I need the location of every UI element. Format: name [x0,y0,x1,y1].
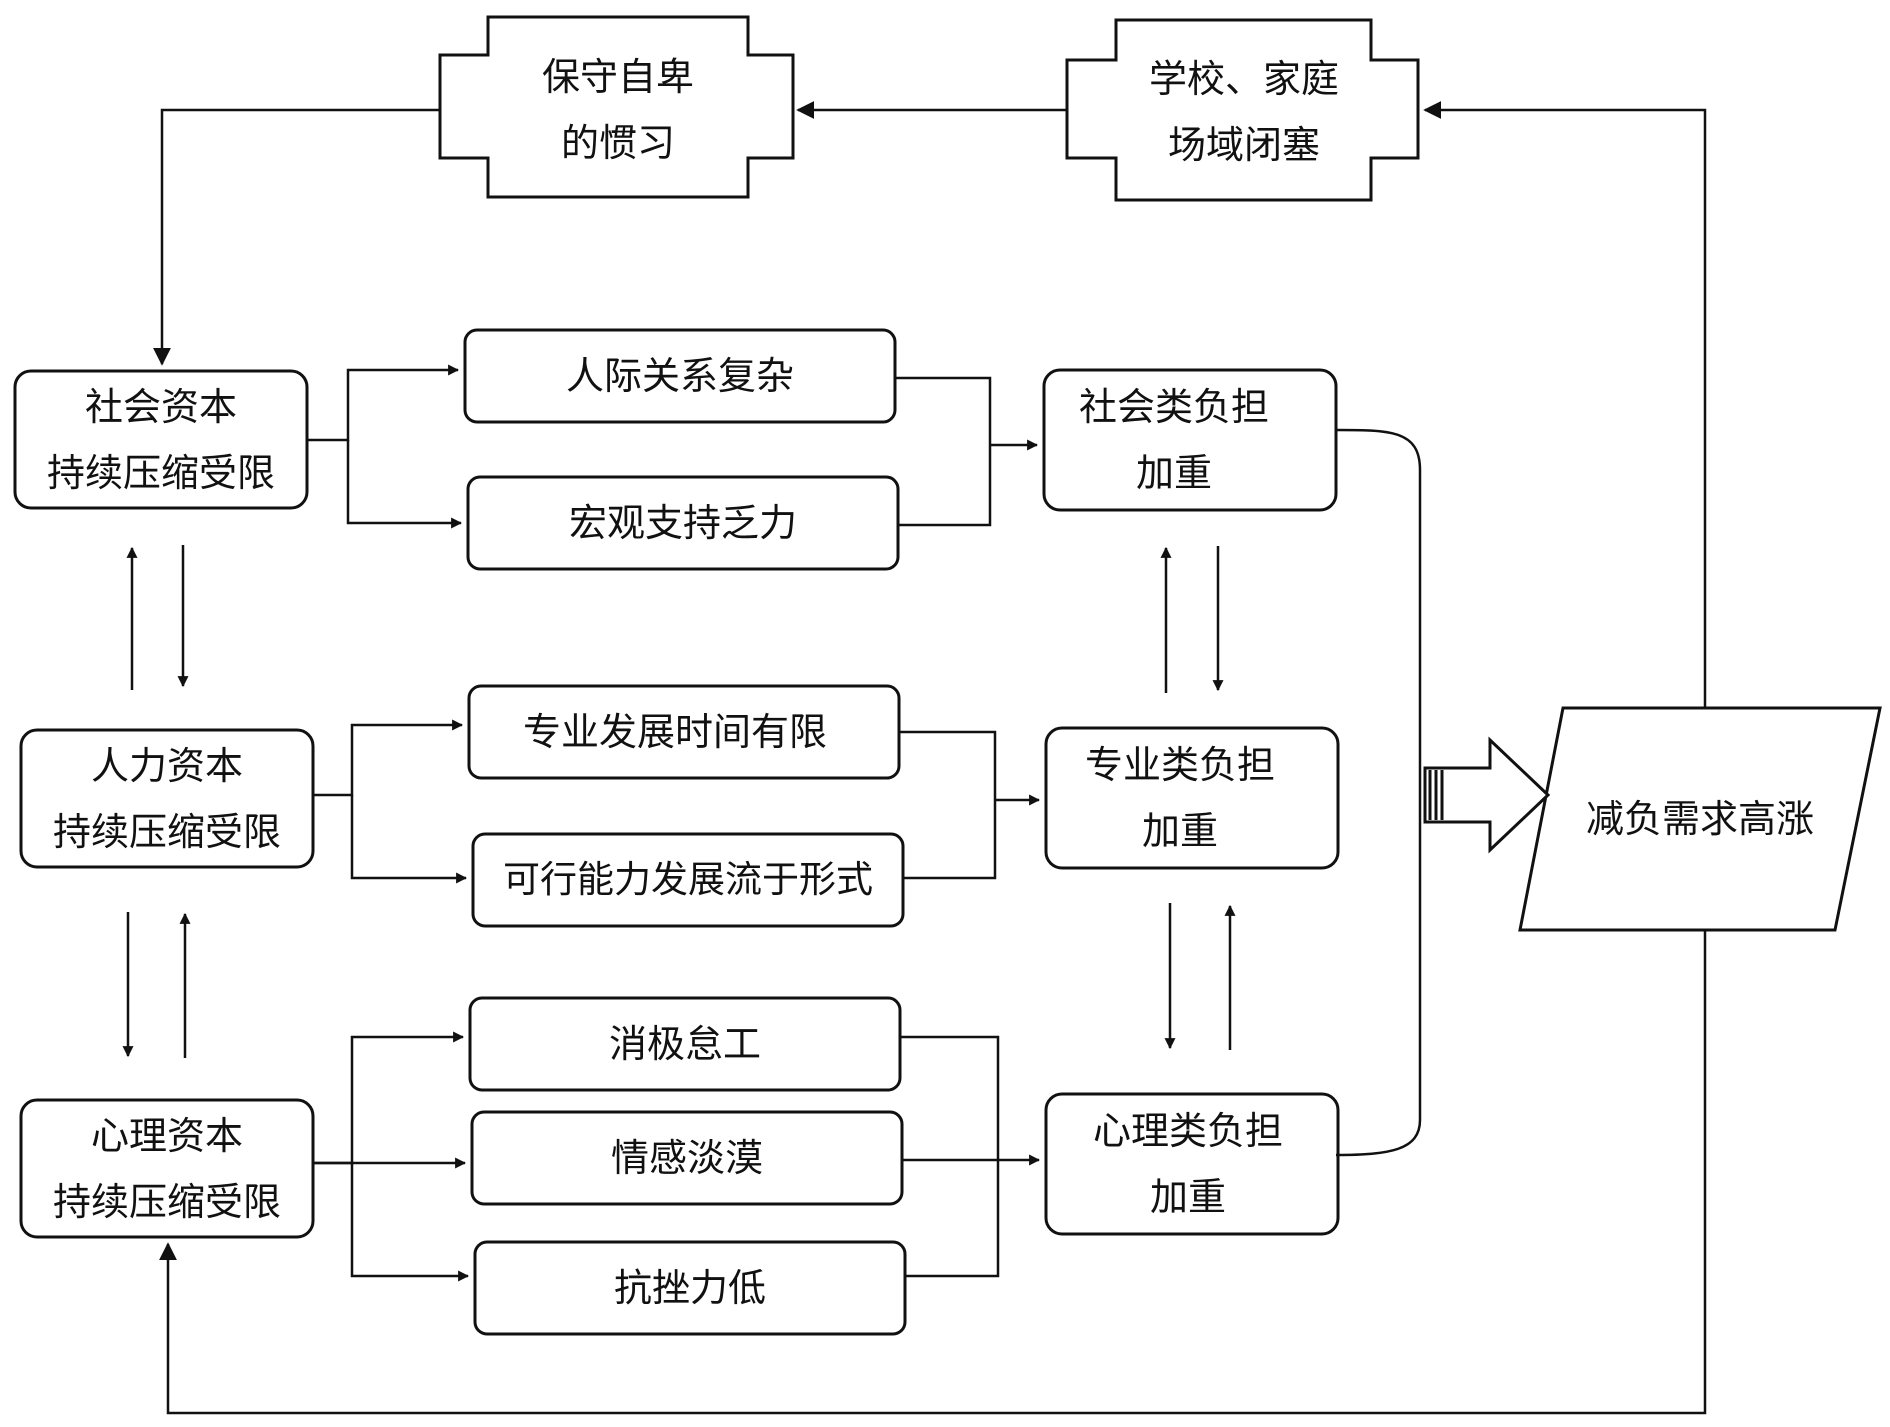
node-human-capital-line2: 持续压缩受限 [52,809,281,854]
node-emotional-apathy-label: 情感淡漠 [610,1136,763,1180]
node-conservative-habit-line2: 的惯习 [560,121,675,165]
edge-social-capital-branch [307,364,460,442]
node-conservative-habit-shape [438,15,795,199]
edge-habit-to-social-capital [153,108,440,366]
node-feasible-formality-box [471,832,905,928]
node-interpersonal-box [463,328,897,424]
node-psych-capital-line2: 持续压缩受限 [52,1179,281,1224]
edge-demand-to-psych-capital [159,930,1707,1415]
node-psych-burden-line2: 加重 [1149,1175,1226,1219]
node-prof-burden-line2: 加重 [1141,809,1218,853]
node-psych-capital: 心理资本 持续压缩受限 [21,1100,313,1237]
node-psych-burden: 心理类负担 加重 [1042,1094,1334,1234]
node-conservative-habit: 保守自卑 的惯习 [448,40,788,180]
edge-burdens-merge [1335,428,1422,1157]
edge-human-capital-branch [313,719,464,797]
node-social-capital-line1: 社会资本 [84,384,237,429]
node-interpersonal-complex-label: 人际关系复杂 [565,354,794,398]
node-conservative-habit-line1: 保守自卑 [541,55,694,99]
node-reduction-demand-label: 减负需求高涨 [1585,797,1814,841]
node-prof-burden-line1: 专业类负担 [1084,743,1275,787]
node-feasible-formality-label: 可行能力发展流于形式 [503,858,873,901]
node-social-capital-line2: 持续压缩受限 [46,450,275,495]
node-social-capital: 社会资本 持续压缩受限 [15,371,307,508]
node-low-resilience-label: 抗挫力低 [613,1266,766,1310]
node-prof-burden: 专业类负担 加重 [1034,728,1326,868]
node-prof-time-limited-label: 专业发展时间有限 [522,710,827,754]
node-negative-slack-box [468,996,902,1092]
edge-social-capital-branch-2 [346,440,463,529]
node-human-capital-line1: 人力资本 [90,743,243,788]
node-interpersonal-complex: 人际关系复杂 [465,330,895,422]
node-prof-time-limited: 专业发展时间有限 [460,686,890,778]
edge-psych-capital-branch [313,1031,465,1165]
node-negative-slack-label: 消极怠工 [608,1022,761,1066]
node-emotional-apathy-box [470,1110,904,1206]
edge-psych-capital-branch-3 [350,1163,470,1282]
node-school-family-closed: 学校、家庭 场域闭塞 [1074,42,1414,182]
edge-human-capital-branch-2 [350,795,468,884]
node-psych-capital-line1: 心理资本 [90,1113,243,1158]
edge-demand-to-school [1423,101,1707,708]
node-macro-support-weak-label: 宏观支持乏力 [568,501,797,545]
node-psych-capital-box [19,1098,315,1239]
node-social-burden-line2: 加重 [1135,451,1212,495]
node-feasible-formality: 可行能力发展流于形式 [473,834,903,926]
node-low-resilience: 抗挫力低 [475,1242,905,1334]
node-psych-burden-line1: 心理类负担 [1092,1109,1283,1153]
node-human-capital: 人力资本 持续压缩受限 [21,730,313,867]
node-macro-support-weak: 宏观支持乏力 [468,477,898,569]
big-hollow-arrow [1423,736,1551,854]
node-school-family-closed-line1: 学校、家庭 [1148,57,1339,101]
edge-to-psych-burden [900,1035,1039,1278]
node-social-burden-line1: 社会类负担 [1078,385,1269,429]
node-low-resilience-box [473,1240,907,1336]
arrow-base-hatch [1428,770,1444,820]
node-reduction-demand-shape [1518,706,1882,932]
node-negative-slack: 消极怠工 [470,998,900,1090]
node-reduction-demand: 减负需求高涨 [1540,708,1860,930]
node-emotional-apathy: 情感淡漠 [472,1112,902,1204]
node-school-family-shape [1065,18,1420,202]
node-social-burden: 社会类负担 加重 [1028,370,1320,510]
edge-to-social-burden [895,376,1037,527]
node-macro-support-box [466,475,900,571]
edge-to-prof-burden [899,730,1039,880]
node-school-family-closed-line2: 场域闭塞 [1167,123,1320,167]
node-human-capital-box [19,728,315,869]
